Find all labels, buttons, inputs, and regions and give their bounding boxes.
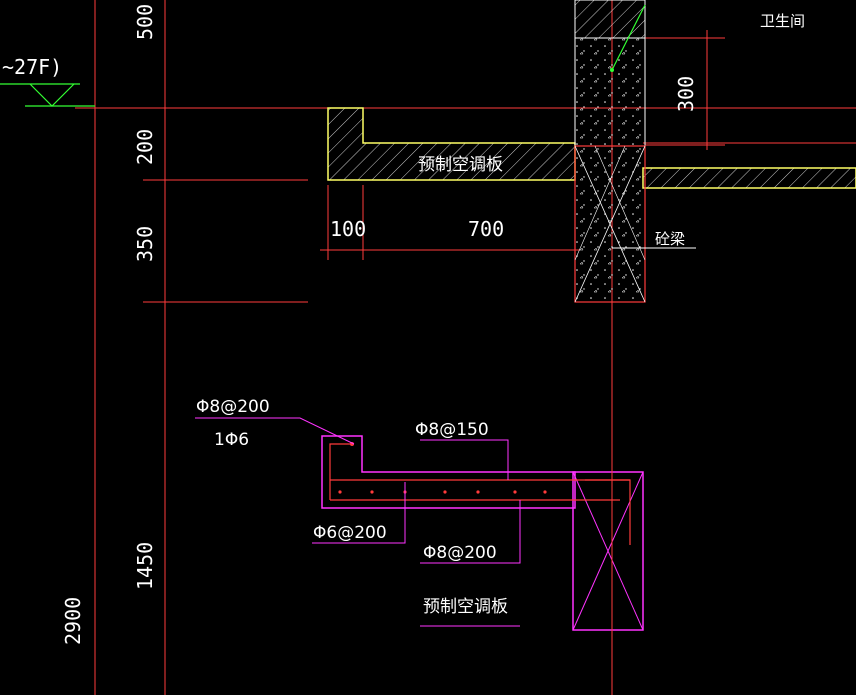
concrete-wall	[574, 0, 646, 303]
dim-500: 500	[133, 4, 157, 40]
top-section-label: 预制空调板	[418, 155, 503, 175]
dim-300: 300	[674, 76, 698, 112]
dim-1450: 1450	[133, 542, 157, 590]
top-precast-slab: 预制空调板	[327, 107, 856, 189]
horizontal-dimensions: 100 700	[330, 217, 504, 241]
room-label: 卫生间	[760, 12, 805, 30]
axis-lines	[94, 0, 613, 695]
level-marker: ~27F)	[0, 55, 95, 107]
beam-callout: 砼梁	[612, 230, 696, 249]
rebar-label-4: Φ8@200	[423, 543, 497, 563]
dim-200: 200	[133, 129, 157, 165]
beam-label: 砼梁	[655, 230, 685, 248]
dim-350: 350	[133, 226, 157, 262]
dim-100: 100	[330, 217, 366, 241]
rebar-label-3: Φ6@200	[313, 523, 387, 543]
rebar-label-1a: Φ8@200	[196, 397, 270, 417]
rebar-detail: Φ8@200 1Φ6 Φ8@150 Φ6@200 Φ8@200 预制空调板	[195, 397, 644, 695]
reference-lines	[75, 30, 856, 303]
rebar-label-2: Φ8@150	[415, 420, 489, 440]
dim-2900: 2900	[61, 597, 85, 645]
vertical-dimensions: 500 200 350 1450 2900 300	[61, 4, 698, 645]
bottom-section-label: 预制空调板	[423, 597, 508, 617]
dim-700: 700	[468, 217, 504, 241]
level-tag-text: ~27F)	[2, 55, 62, 79]
rebar-label-1b: 1Φ6	[214, 430, 249, 450]
